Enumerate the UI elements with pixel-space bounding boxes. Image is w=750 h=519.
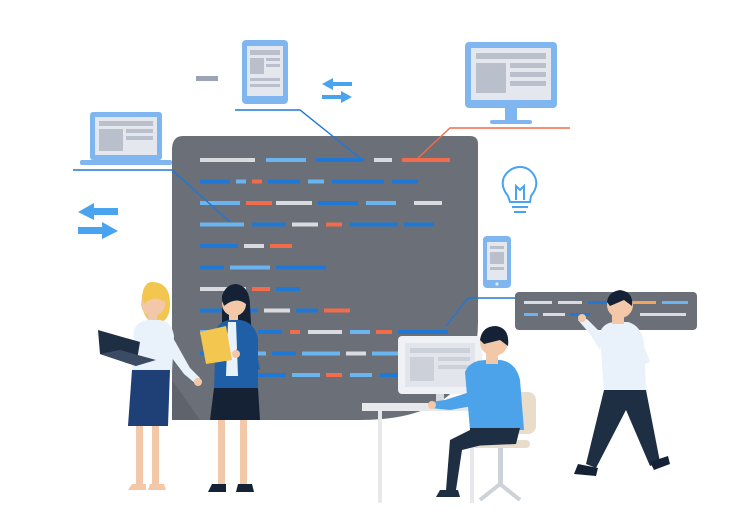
code-line-segment <box>376 330 392 334</box>
code-line-segment <box>350 222 398 227</box>
code-line-segment <box>332 179 384 184</box>
code-lines <box>200 158 450 377</box>
code-line-segment <box>266 158 306 162</box>
code-line-segment <box>402 158 450 162</box>
person-dark-haired-woman-with-folder <box>200 284 260 492</box>
code-line-segment <box>264 308 290 313</box>
code-line-segment <box>200 265 224 270</box>
code-line-segment <box>302 351 340 356</box>
code-line-segment <box>200 244 238 248</box>
connector-lines <box>73 109 570 327</box>
code-line-segment <box>292 373 320 377</box>
code-line-segment <box>366 201 396 205</box>
code-line-segment <box>200 201 240 205</box>
code-line-segment <box>316 158 364 162</box>
code-line-segment <box>200 222 244 227</box>
code-line-segment <box>380 373 404 377</box>
code-line-segment <box>308 330 342 334</box>
code-line-segment <box>252 287 270 291</box>
code-line-segment <box>372 351 406 356</box>
desk <box>362 403 490 503</box>
code-line-segment <box>326 373 342 377</box>
code-line-segment <box>346 351 366 356</box>
code-line-segment <box>230 265 270 270</box>
code-line-segment <box>324 308 350 313</box>
person-seated-developer <box>428 326 536 502</box>
code-line-segment <box>272 351 296 356</box>
code-line-segment <box>252 179 262 184</box>
code-line-segment <box>252 373 286 377</box>
code-line-segment <box>268 179 300 184</box>
code-line-segment <box>350 330 370 334</box>
code-line-segment <box>200 158 255 162</box>
code-line-segment <box>236 179 246 184</box>
code-line-segment <box>414 201 442 205</box>
code-line-segment <box>276 265 326 270</box>
code-line-segment <box>270 244 292 248</box>
code-line-segment <box>292 222 318 227</box>
code-line-segment <box>276 201 312 205</box>
code-line-segment <box>258 330 282 334</box>
desktop-monitor-icon <box>465 42 557 124</box>
code-line-segment <box>200 179 230 184</box>
desktop-monitor <box>398 336 482 403</box>
person-blonde-woman-with-laptop <box>98 282 202 490</box>
code-line-segment <box>244 244 264 248</box>
code-line-segment <box>318 201 358 205</box>
code-panel-small <box>515 292 697 330</box>
code-line-segment <box>200 308 236 313</box>
person-walking-presenter <box>574 290 670 476</box>
smartphone-icon <box>483 236 511 288</box>
code-line-segment <box>326 222 342 227</box>
code-line-segment <box>276 287 300 291</box>
code-line-segment <box>252 222 286 227</box>
code-line-segment <box>392 179 418 184</box>
swap-arrows-icon <box>322 78 352 103</box>
code-line-segment <box>308 179 324 184</box>
code-line-segment <box>246 201 272 205</box>
code-line-segment <box>398 330 448 334</box>
code-line-segment <box>374 158 392 162</box>
swap-arrows-icon <box>78 203 118 239</box>
code-line-segment <box>290 330 300 334</box>
code-line-segment <box>350 373 372 377</box>
minus-icon <box>196 76 218 81</box>
lightbulb-icon <box>501 165 538 213</box>
laptop-icon <box>80 112 172 165</box>
code-line-segment <box>200 287 246 291</box>
code-line-segment <box>296 308 318 313</box>
code-line-segment <box>404 222 434 227</box>
tablet-icon <box>242 40 288 104</box>
